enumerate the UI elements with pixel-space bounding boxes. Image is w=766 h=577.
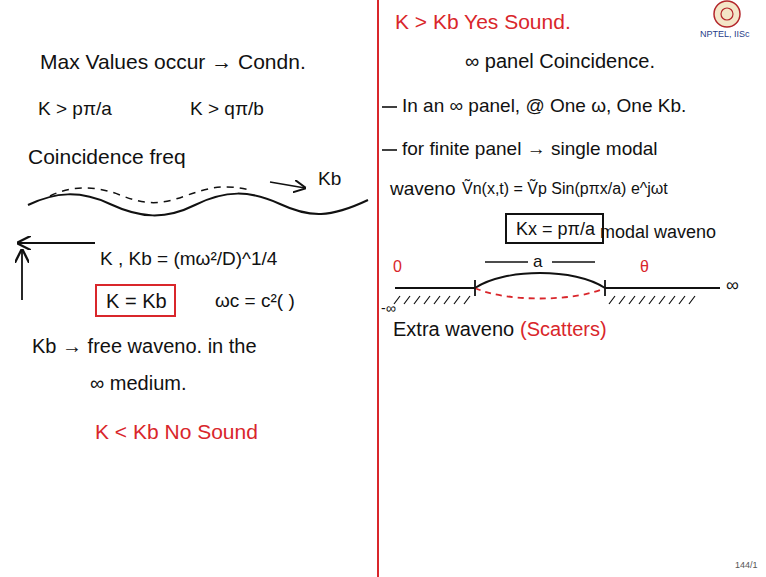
y-axis-arrow [21,250,23,300]
margin-dash [382,106,397,108]
margin-dash [382,149,397,151]
red-note: K > Kb Yes Sound. [395,10,571,34]
boxed-equation: K = Kb [95,284,176,317]
logo-mark [714,1,740,27]
dimension-label: ∞ [726,275,739,296]
equation: ωc = c²( ) [215,290,295,312]
equation-text: Kx = pπ/a [516,219,593,240]
logo-text: NPTEL, IISc [700,29,750,39]
note-text: Kb → free waveno. in the [32,335,257,358]
bending-wave [28,194,368,216]
equation: Ṽn(x,t) = Ṽp Sin(pπx/a) e^jωt [462,180,668,198]
condition: K > pπ/a [38,98,112,120]
column-divider [377,0,379,577]
note-heading: Max Values occur → Condn. [40,50,306,74]
boxed-equation: Kx = pπ/a [505,213,604,244]
condition: K > qπ/b [190,98,264,120]
note-text: modal waveno [600,222,716,243]
red-note: K < Kb No Sound [95,420,258,444]
wave-direction-arrow [270,182,305,188]
page-number: 144/1 [735,560,758,570]
note-text: Extra waveno [393,318,514,341]
baffled-panel [394,262,720,304]
dimension-label: θ [640,258,649,276]
wave-label: Kb [318,168,341,190]
note-text: for finite panel → single modal [402,138,658,160]
dimension-label: -∞ [381,300,396,316]
note-text: waveno [390,178,456,200]
section-heading: Coincidence freq [28,145,186,169]
section-heading: ∞ panel Coincidence. [465,50,655,73]
red-note: (Scatters) [520,318,607,341]
x-axis-arrow [18,242,95,244]
dimension-label: 0 [393,258,402,276]
note-text: In an ∞ panel, @ One ω, One Kb. [402,95,686,117]
note-text: ∞ medium. [90,372,187,395]
dimension-label: a [533,252,542,272]
acoustic-wave [50,187,250,203]
equation-text: K = Kb [106,290,165,313]
equation: K , Kb = (mω²/D)^1/4 [100,248,277,270]
